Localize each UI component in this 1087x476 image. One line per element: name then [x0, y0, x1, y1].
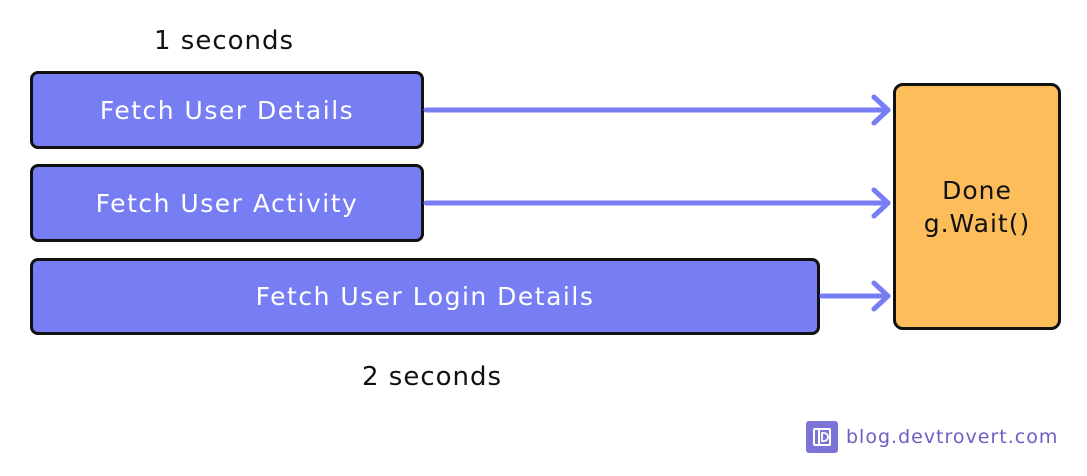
- devtrovert-logo-icon: [806, 421, 838, 453]
- brand-text: blog.devtrovert.com: [846, 426, 1059, 448]
- task-fetch-user-login-details: Fetch User Login Details: [30, 258, 820, 335]
- brand-watermark: blog.devtrovert.com: [806, 421, 1058, 453]
- task-fetch-user-activity: Fetch User Activity: [30, 164, 424, 242]
- time-label-1s: 1 seconds: [154, 26, 295, 56]
- arrow-user-details: [423, 94, 891, 126]
- time-label-2s: 2 seconds: [362, 362, 503, 392]
- done-label: Done: [942, 175, 1012, 205]
- task-fetch-user-details: Fetch User Details: [30, 71, 424, 149]
- task-label: Fetch User Login Details: [255, 282, 595, 311]
- arrow-user-activity: [423, 187, 891, 219]
- task-label: Fetch User Activity: [95, 188, 359, 218]
- done-box: Done g.Wait(): [893, 83, 1061, 330]
- arrow-user-login-details: [819, 280, 891, 312]
- wait-call-label: g.Wait(): [923, 208, 1031, 238]
- task-label: Fetch User Details: [99, 95, 355, 125]
